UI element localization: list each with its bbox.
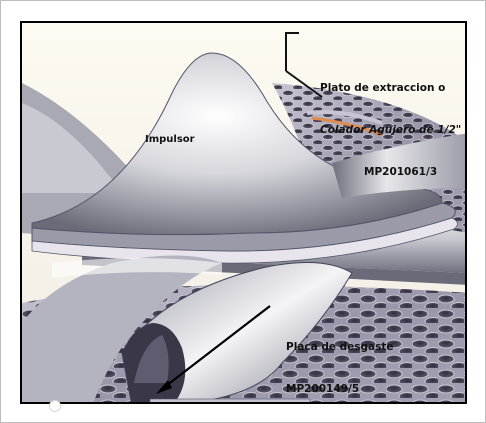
wear-plate-part-number: MP200149/5 [286, 382, 394, 396]
wear-plate-line1: Placa de desgaste [286, 340, 394, 354]
extraction-plate-line1: Plato de extraccion o [320, 81, 461, 95]
extraction-plate-callout: Plato de extraccion o Colador Agujero de… [320, 53, 461, 207]
wear-plate-callout: Placa de desgaste MP200149/5 [286, 312, 394, 404]
impulsor-label: Impulsor [145, 133, 195, 147]
extraction-plate-part-number: MP201061/3 [320, 165, 461, 179]
illustration-panel: Impulsor Plato de extraccion o Colador A… [20, 21, 467, 404]
carousel-dot[interactable] [49, 400, 61, 412]
extraction-plate-line2: Colador Agujero de 1/2" [320, 123, 461, 137]
